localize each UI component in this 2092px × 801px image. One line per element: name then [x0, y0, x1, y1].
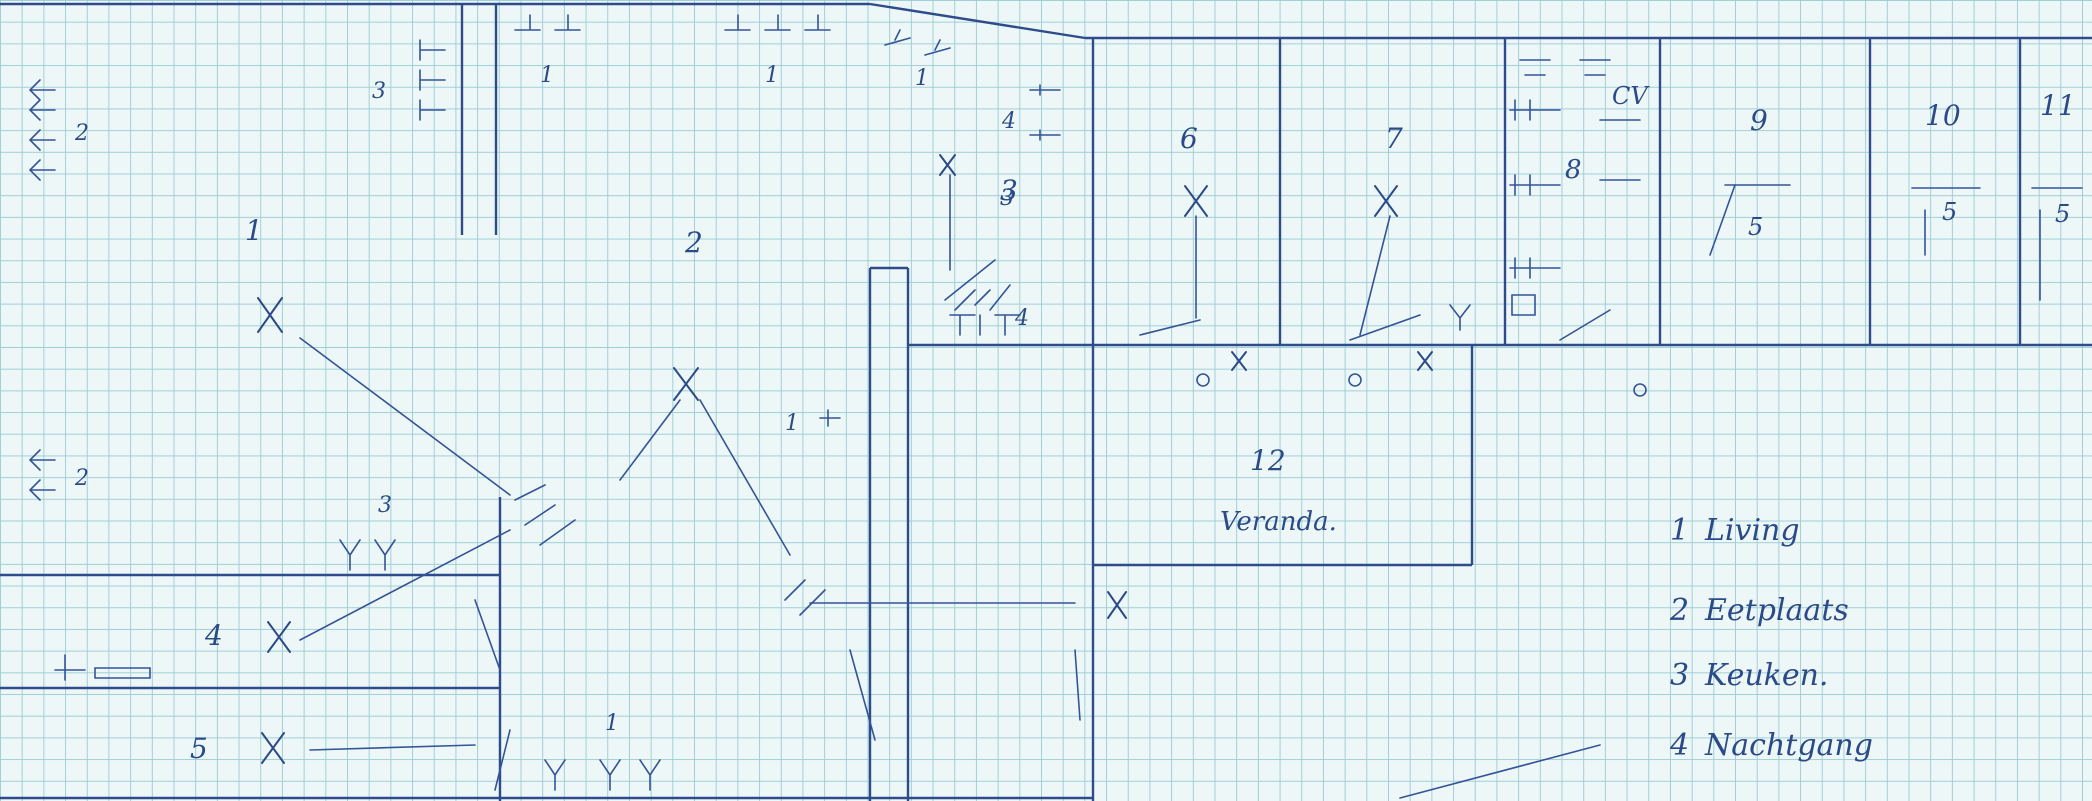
note-4b: 4: [1014, 306, 1029, 331]
legend: 1 Living 2 Eetplaats 3 Keuken. 4 Nachtga…: [1669, 513, 1873, 763]
legend-num-1: 1: [1670, 513, 1689, 548]
note-3a: 3: [372, 79, 386, 104]
room-label-7: 7: [1385, 122, 1403, 155]
note-1c: 1: [915, 66, 929, 91]
note-1d: 1: [785, 411, 799, 436]
legend-label-3: Keuken.: [1704, 658, 1828, 693]
room-label-veranda: Veranda.: [1220, 507, 1337, 537]
legend-label-4: Nachtgang: [1704, 728, 1873, 763]
size-label-9: 5: [1748, 213, 1763, 241]
legend-label-1: Living: [1704, 513, 1800, 548]
room-labels: 1 2 3 6 7 8 9 10 11 12 Veranda. 4 5: [190, 89, 2076, 765]
size-label-10: 5: [1942, 198, 1957, 226]
room-label-1: 1: [245, 214, 263, 247]
legend-num-2: 2: [1669, 593, 1689, 628]
room-label-4: 4: [204, 619, 223, 652]
note-2a: 2: [74, 121, 89, 146]
room-label-11: 11: [2040, 89, 2076, 122]
note-3b: 3: [378, 493, 392, 518]
note-2b: 2: [74, 466, 89, 491]
room-label-12: 12: [1250, 444, 1286, 477]
annotations: CV 5 5 5 1 1 1 4 2 3 2 3 1 1 4 3: [74, 63, 2070, 736]
note-1b: 1: [765, 63, 779, 88]
size-label-11: 5: [2055, 200, 2070, 228]
legend-num-3: 3: [1670, 658, 1689, 693]
room-label-3: 3: [1000, 174, 1018, 207]
room-label-8: 8: [1565, 155, 1582, 185]
note-1e: 1: [605, 711, 619, 736]
room-label-2: 2: [684, 226, 703, 259]
room-label-6: 6: [1180, 122, 1198, 155]
note-1a: 1: [540, 63, 554, 88]
cv-label: CV: [1612, 82, 1650, 110]
legend-num-4: 4: [1669, 728, 1689, 763]
note-3c: 3: [1000, 186, 1014, 211]
note-4: 4: [1001, 109, 1016, 134]
room-label-9: 9: [1750, 104, 1768, 137]
room-label-10: 10: [1925, 99, 1961, 132]
light-points: [257, 154, 1433, 764]
outlet-symbols: [28, 14, 1647, 791]
legend-label-2: Eetplaats: [1704, 593, 1849, 628]
room-label-5: 5: [190, 732, 208, 765]
wiring-lines: [299, 174, 2083, 799]
